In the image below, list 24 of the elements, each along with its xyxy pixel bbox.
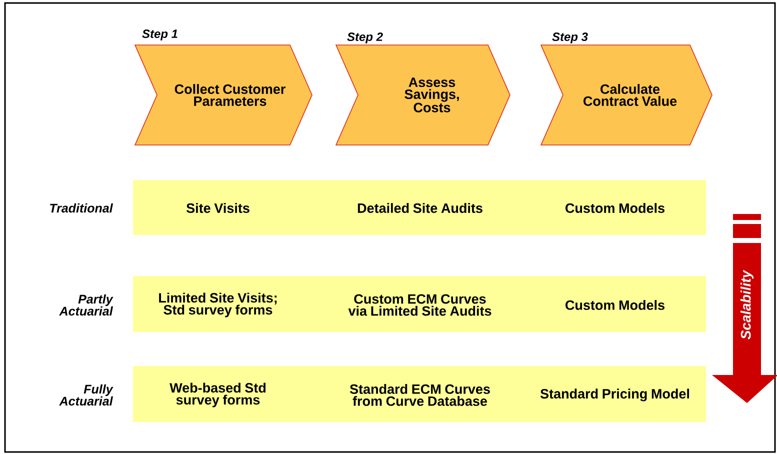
step-label: Step 1 xyxy=(142,30,178,40)
row-label: Traditional xyxy=(50,203,114,213)
cell-text: Web-based Std survey forms xyxy=(170,382,266,408)
cell-text: Site Visits xyxy=(186,203,250,213)
cell-text: Custom Models xyxy=(566,203,664,213)
cell-text: Limited Site Visits; Std survey forms xyxy=(159,292,277,318)
step-label: Step 3 xyxy=(552,32,588,44)
row-band xyxy=(133,366,706,422)
cell-text: Standard ECM Curves from Curve Database xyxy=(350,384,490,406)
row-band xyxy=(133,180,706,235)
step-title: Collect Customer Parameters xyxy=(174,84,286,106)
step-title: Assess Savings, Costs xyxy=(404,78,459,112)
cell-text: Custom ECM Curves via Limited Site Audits xyxy=(348,294,492,316)
row-label: Partly Actuarial xyxy=(59,294,114,316)
cell-text: Standard Pricing Model xyxy=(540,388,689,402)
row-band xyxy=(133,276,706,332)
step-title: Calculate Contract Value xyxy=(584,84,677,106)
chevron-box xyxy=(540,44,712,146)
chevron-box xyxy=(134,44,312,146)
step-label: Step 2 xyxy=(347,32,383,44)
cell-text: Detailed Site Audits xyxy=(358,203,482,213)
cell-text: Custom Models xyxy=(566,300,664,310)
chevron-box xyxy=(335,44,510,146)
row-label: Fully Actuarial xyxy=(59,384,114,406)
